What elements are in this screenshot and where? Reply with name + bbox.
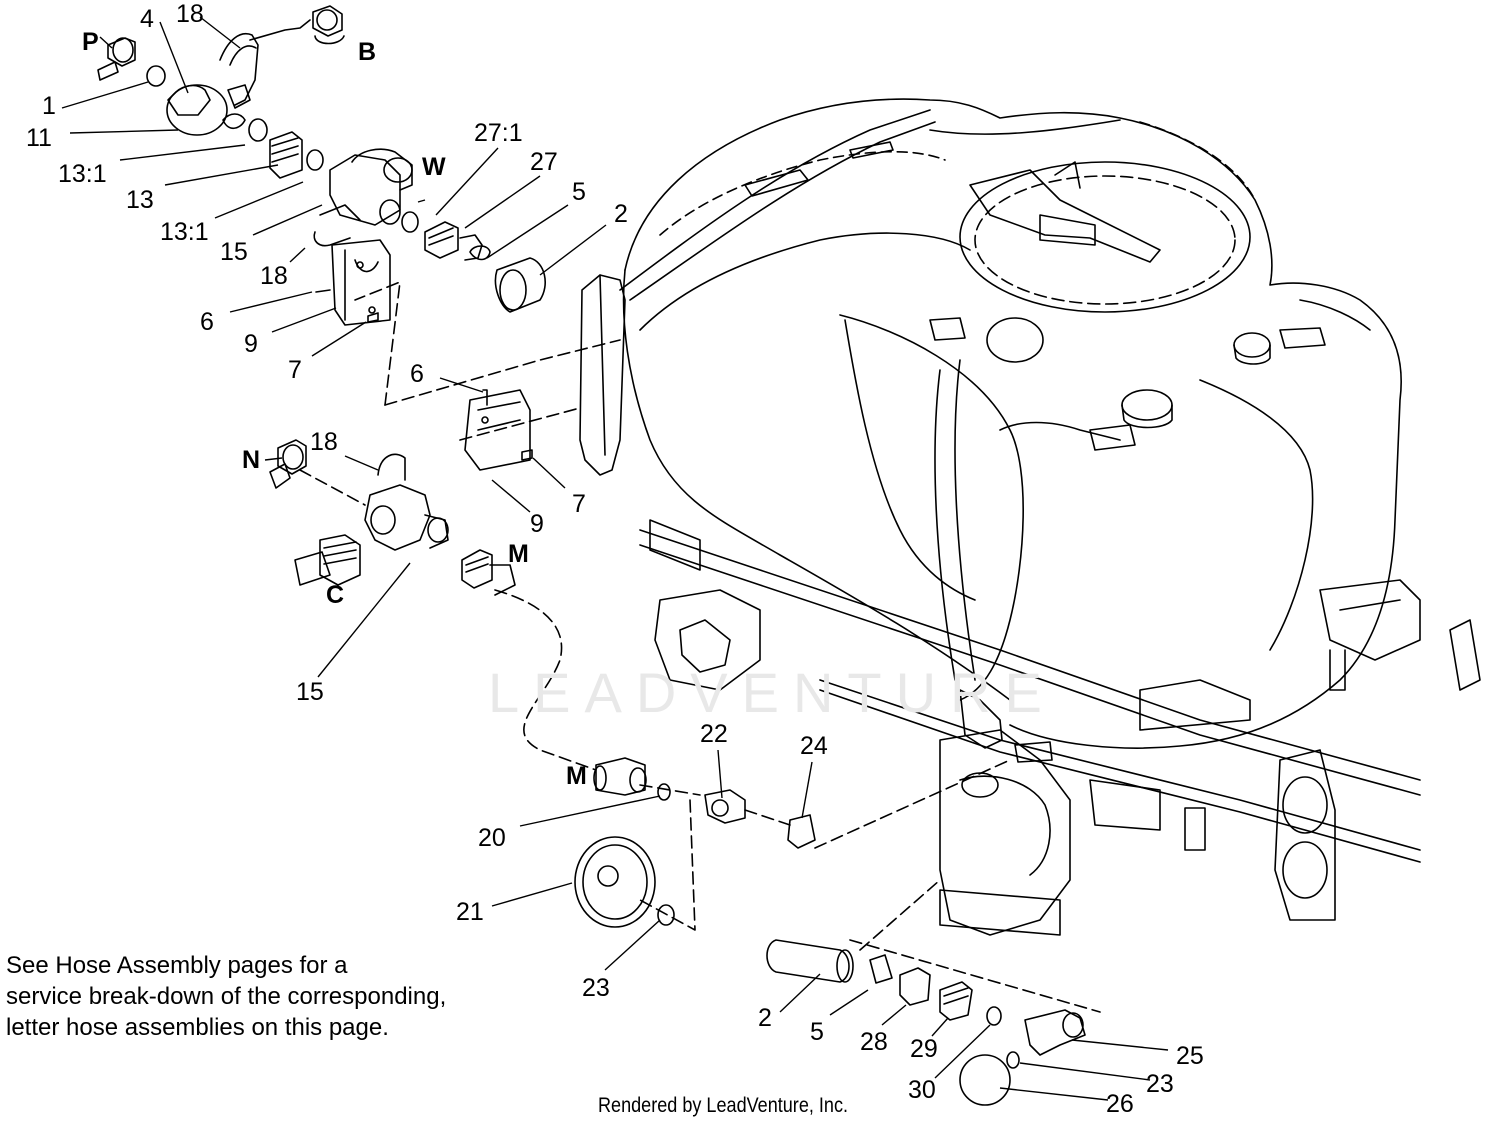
leadventure-watermark: LEADVENTURE: [488, 661, 1056, 724]
callout-27-1: 27:1: [474, 119, 523, 147]
callout-9-lower: 9: [530, 510, 544, 538]
lower-valve-assembly: [269, 439, 516, 596]
callout-28: 28: [860, 1028, 888, 1056]
callout-26: 26: [1106, 1090, 1134, 1118]
callout-2-upper: 2: [614, 200, 628, 228]
callout-1: 1: [42, 92, 56, 120]
callout-27: 27: [530, 148, 558, 176]
callout-15-lower: 15: [296, 678, 324, 706]
callout-21: 21: [456, 898, 484, 926]
callout-2-lower: 2: [758, 1004, 772, 1032]
rendered-by-footer: Rendered by LeadVenture, Inc.: [598, 1094, 849, 1117]
callout-m-upper: M: [508, 540, 529, 568]
callout-n: N: [242, 446, 260, 474]
callout-18-lower: 18: [310, 428, 338, 456]
callout-23-right: 23: [1146, 1070, 1174, 1098]
callout-m-lower: M: [566, 762, 587, 790]
callout-6-upper: 6: [200, 308, 214, 336]
callout-7-lower: 7: [572, 490, 586, 518]
callout-23-left: 23: [582, 974, 610, 1002]
mount-brackets: [315, 239, 533, 471]
callout-18-mid: 18: [260, 262, 288, 290]
callout-9-upper: 9: [244, 330, 258, 358]
callout-4: 4: [140, 5, 154, 33]
callout-13-1-upper: 13:1: [58, 160, 107, 188]
note-line-2: service break-down of the corresponding,: [6, 983, 447, 1010]
callout-7-upper: 7: [288, 356, 302, 384]
sprayer-frame: [639, 519, 1481, 936]
callout-11: 11: [26, 124, 52, 152]
callout-13: 13: [126, 186, 154, 214]
m-hose-fittings: [574, 757, 816, 928]
callout-labels: P 4 18 B 1 11 13:1 13 13:1 W 27:1 27 5 2…: [26, 0, 1204, 1118]
callout-13-1-lower: 13:1: [160, 218, 209, 246]
upper-valve-assembly: [97, 5, 546, 313]
callout-30: 30: [908, 1076, 936, 1104]
leader-lines: [61, 16, 1169, 1101]
assembly-lines: [299, 281, 1101, 1013]
tank-outlet-fittings: [766, 939, 1086, 1106]
callout-w: W: [422, 153, 446, 181]
callout-5-lower: 5: [810, 1018, 824, 1046]
callout-29: 29: [910, 1035, 938, 1063]
note-line-1: See Hose Assembly pages for a: [6, 952, 348, 979]
callout-b: B: [358, 38, 376, 66]
callout-18-top: 18: [176, 0, 204, 28]
tank-straps: [579, 109, 1371, 749]
callout-15-upper: 15: [220, 238, 248, 266]
callout-5-upper: 5: [572, 178, 586, 206]
callout-24: 24: [800, 732, 828, 760]
callout-22: 22: [700, 720, 728, 748]
hose-assembly-note: See Hose Assembly pages for a service br…: [6, 950, 566, 1043]
callout-20: 20: [478, 824, 506, 852]
callout-25: 25: [1176, 1042, 1204, 1070]
callout-c: C: [326, 581, 344, 609]
callout-6-lower: 6: [410, 360, 424, 388]
note-line-3: letter hose assemblies on this page.: [6, 1014, 389, 1041]
spray-tank: [622, 98, 1402, 749]
callout-p: P: [82, 28, 99, 56]
